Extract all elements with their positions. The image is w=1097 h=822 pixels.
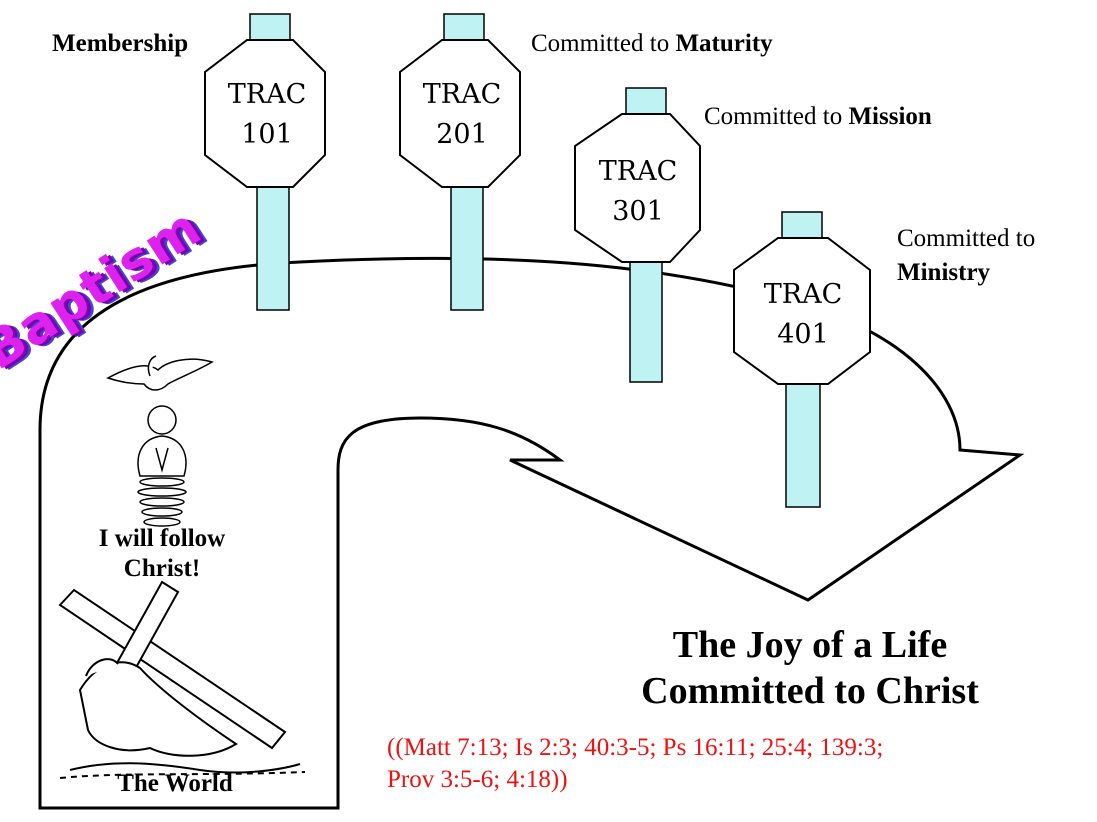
mission-label: Committed to Mission: [704, 103, 932, 130]
dove-icon: [106, 355, 214, 391]
sign-trac-101: TRAC 101: [204, 39, 326, 188]
sign-301-line2: 301: [612, 196, 664, 227]
ministry-label-line2: Ministry: [897, 259, 991, 286]
ministry-label-line1: Committed to: [897, 225, 1036, 252]
sign-101-line2: 101: [241, 119, 293, 150]
the-world-label: The World: [117, 770, 233, 797]
verses-line2: Prov 3:5-6; 4:18)): [387, 766, 568, 793]
membership-label: Membership: [52, 30, 189, 57]
sign-101-line1: TRAC: [228, 79, 307, 110]
sign-trac-401: TRAC 401: [733, 237, 871, 385]
verses-line1: ((Matt 7:13; Is 2:3; 40:3-5; Ps 16:11; 2…: [387, 734, 884, 761]
maturity-label: Committed to Maturity: [531, 30, 773, 57]
sign-trac-201: TRAC 201: [399, 39, 521, 188]
sign-trac-301: TRAC 301: [574, 113, 701, 263]
sign-201-line1: TRAC: [423, 79, 502, 110]
follow-line1: I will follow: [98, 525, 226, 552]
joy-heading: The Joy of a Life Committed to Christ: [600, 622, 1020, 714]
sign-201-line2: 201: [436, 119, 488, 150]
sign-post-201: [443, 13, 485, 311]
sign-post-301: [625, 87, 667, 383]
follow-christ-text: I will follow Christ!: [68, 524, 256, 584]
sign-post-401: [781, 211, 823, 508]
sign-401-line1: TRAC: [764, 279, 843, 310]
sign-301-line1: TRAC: [599, 156, 678, 187]
praying-figure-icon: [137, 405, 187, 527]
joy-line1: The Joy of a Life: [672, 624, 948, 666]
follow-line2: Christ!: [123, 555, 201, 582]
scripture-references: ((Matt 7:13; Is 2:3; 40:3-5; Ps 16:11; 2…: [387, 732, 907, 796]
joy-line2: Committed to Christ: [641, 670, 979, 712]
cross-bearer-icon: [58, 580, 306, 779]
sign-401-line2: 401: [777, 319, 829, 350]
